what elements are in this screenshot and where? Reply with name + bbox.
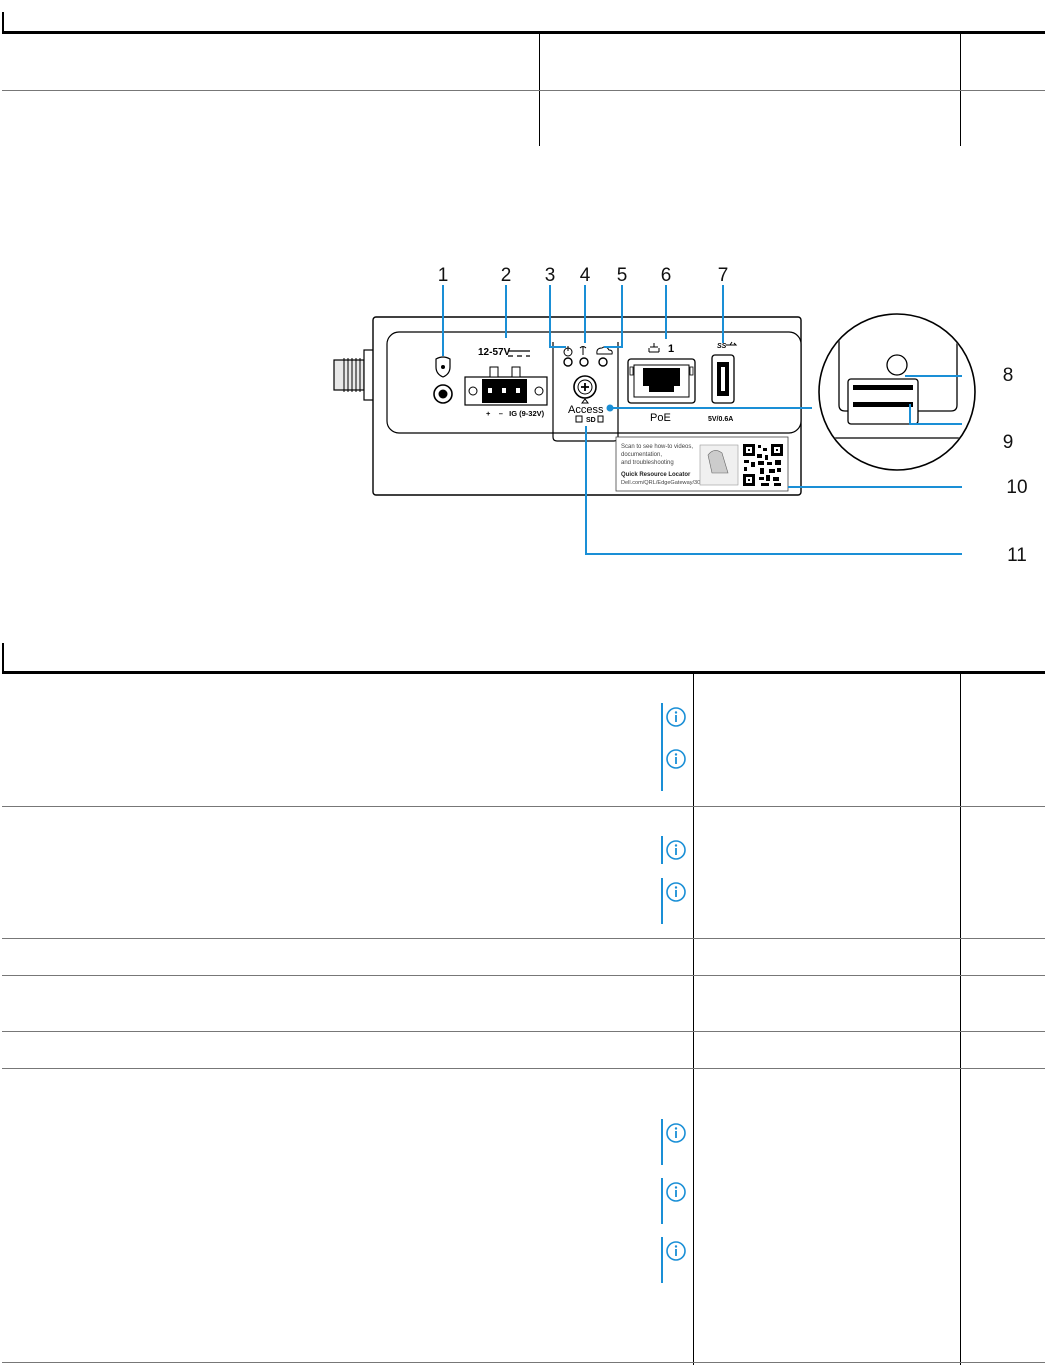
- callout-2: 2: [500, 265, 512, 286]
- info-icon: [661, 836, 686, 864]
- info-icon: [661, 878, 686, 924]
- sd-text: SD: [586, 417, 596, 424]
- svg-text:documentation,: documentation,: [621, 452, 662, 458]
- bottom-table-row-rule-6: [2, 1362, 1045, 1363]
- qr-code: [742, 443, 784, 487]
- device-figure: 12-57V + – IG (9-32V) Access SD: [333, 285, 976, 555]
- info-icon: [661, 1237, 686, 1283]
- svg-text:Quick Resource Locator: Quick Resource Locator: [621, 472, 691, 478]
- lan-port: 1 PoE: [627, 343, 696, 424]
- bottom-table-col-divider-2: [960, 674, 961, 1365]
- callout-leaders: [442, 285, 962, 555]
- top-table-row-rule: [2, 90, 1045, 91]
- callout-7: 7: [717, 265, 729, 286]
- bottom-table-row-rule-5: [2, 1068, 1045, 1069]
- sim-tray-zoom: [818, 313, 976, 471]
- top-table-header-rule: [2, 31, 1045, 34]
- callout-9: 9: [1002, 432, 1014, 453]
- info-icon: [661, 745, 686, 791]
- callout-3: 3: [544, 265, 556, 286]
- bottom-table-header-rule: [2, 671, 1045, 674]
- callout-8: 8: [1002, 365, 1014, 386]
- power-rating-text: 12-57V: [478, 347, 511, 358]
- bottom-table-row-rule-2: [2, 938, 1045, 939]
- terminal-legend-text: + – IG (9-32V): [486, 409, 545, 418]
- info-icon: [661, 703, 686, 749]
- bottom-table-row-rule-4: [2, 1031, 1045, 1032]
- power-terminal: 12-57V + – IG (9-32V): [464, 347, 548, 418]
- bottom-table-row-rule-1: [2, 806, 1045, 807]
- info-icon: [661, 1178, 686, 1224]
- callout-6: 6: [660, 265, 672, 286]
- bottom-table-row-rule-3: [2, 975, 1045, 976]
- access-text: Access: [568, 404, 604, 416]
- qr-label: Scan to see how-to videos, documentation…: [615, 436, 789, 492]
- callout-5: 5: [616, 265, 628, 286]
- callout-4: 4: [579, 265, 591, 286]
- callout-1: 1: [437, 265, 449, 286]
- callout-11: 11: [1007, 545, 1027, 566]
- svg-text:and troubleshooting: and troubleshooting: [621, 460, 674, 466]
- usb-rating-text: 5V/0.6A: [708, 416, 733, 423]
- antenna-connector: [333, 349, 375, 401]
- lan-number-text: 1: [668, 343, 674, 355]
- svg-text:Scan to see how-to videos,: Scan to see how-to videos,: [621, 444, 693, 450]
- bottom-table-bracket: [2, 643, 4, 673]
- callout-10: 10: [1006, 477, 1028, 498]
- usb-port: SS 5V/0.6A: [708, 341, 738, 423]
- bottom-table-col-divider-1: [693, 674, 694, 1365]
- svg-text:Dell.com/QRL/EdgeGateway/3000s: Dell.com/QRL/EdgeGateway/3000series: [621, 480, 722, 486]
- info-icon: [661, 1119, 686, 1165]
- poe-text: PoE: [650, 412, 671, 424]
- intrusion-switch: [433, 356, 453, 404]
- top-table-bracket: [2, 12, 4, 32]
- svg-text:SS: SS: [717, 343, 727, 350]
